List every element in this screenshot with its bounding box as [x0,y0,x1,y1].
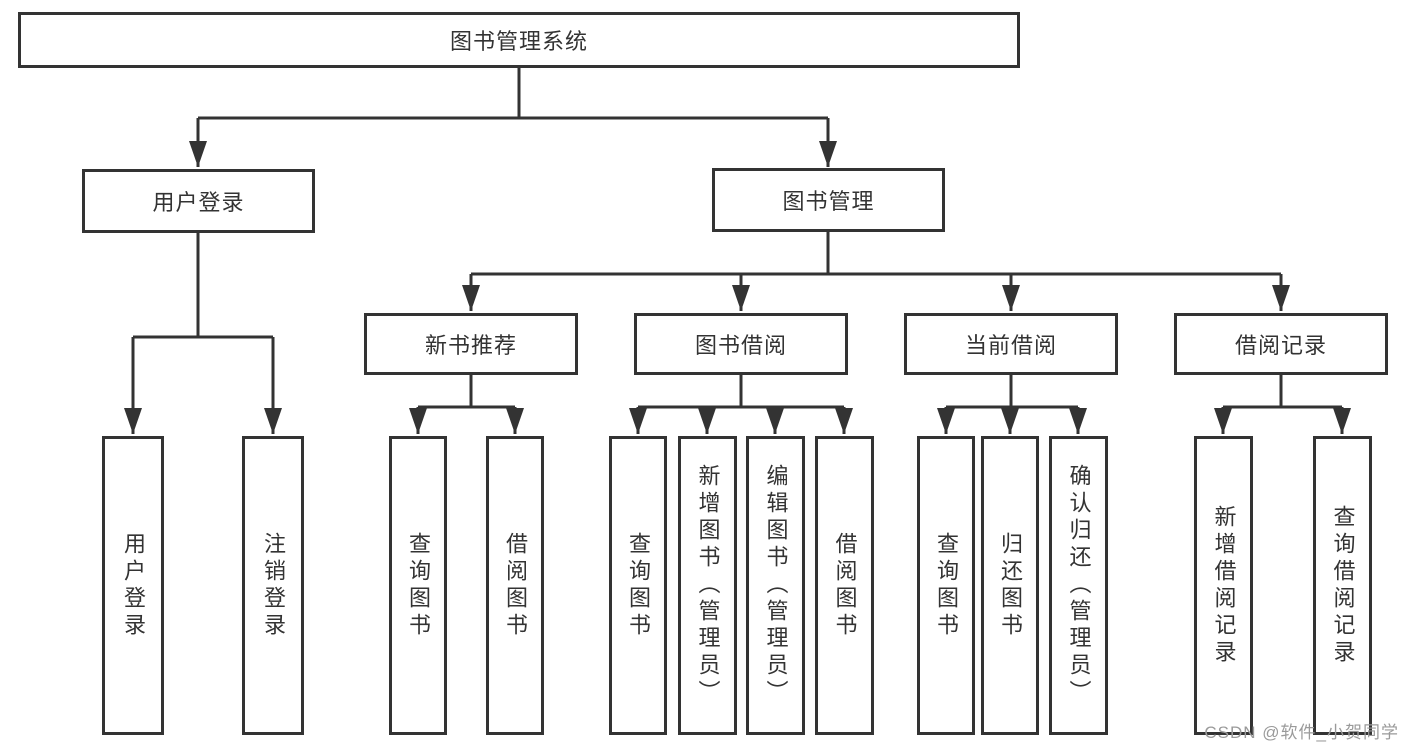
csdn-watermark: CSDN @软件_小贺同学 [1204,723,1399,742]
leaf-return-books-label: 归还图书 [998,531,1023,640]
leaf-edit-books-admin: 编辑图书（管理员） [746,436,805,735]
leaf-borrow-books-2: 借阅图书 [815,436,874,735]
node-book-management: 图书管理 [712,168,945,232]
leaf-add-borrow-record: 新增借阅记录 [1194,436,1253,735]
leaf-add-borrow-record-label: 新增借阅记录 [1211,504,1237,667]
node-borrow-record: 借阅记录 [1174,313,1388,375]
leaf-return-books: 归还图书 [981,436,1039,735]
leaf-query-books-1: 查询图书 [389,436,447,735]
leaf-edit-books-admin-label: 编辑图书（管理员） [763,464,789,707]
node-book-management-label: 图书管理 [782,189,875,214]
leaf-query-books-2: 查询图书 [609,436,667,735]
leaf-borrow-books-1-label: 借阅图书 [503,531,528,640]
node-current-borrow: 当前借阅 [904,313,1118,375]
node-borrow-record-label: 借阅记录 [1234,333,1327,358]
node-new-book-recommend: 新书推荐 [364,313,578,375]
leaf-borrow-books-2-label: 借阅图书 [832,531,858,640]
leaf-query-books-3-label: 查询图书 [934,531,959,640]
node-new-book-recommend-label: 新书推荐 [424,333,517,358]
leaf-logout: 注销登录 [242,436,304,735]
node-root-system: 图书管理系统 [18,12,1020,68]
leaf-add-books-admin-label: 新增图书（管理员） [695,464,721,707]
node-user-login-label: 用户登录 [152,190,245,215]
node-book-borrow-label: 图书借阅 [694,333,787,358]
leaf-confirm-return-admin: 确认归还（管理员） [1049,436,1108,735]
leaf-user-login-label: 用户登录 [121,531,146,640]
leaf-query-borrow-record-label: 查询借阅记录 [1330,504,1356,667]
node-root-label: 图书管理系统 [449,29,588,54]
leaf-borrow-books-1: 借阅图书 [486,436,544,735]
leaf-confirm-return-admin-label: 确认归还（管理员） [1066,464,1092,707]
leaf-query-books-1-label: 查询图书 [406,531,431,640]
leaf-add-books-admin: 新增图书（管理员） [678,436,737,735]
node-book-borrow: 图书借阅 [634,313,848,375]
leaf-logout-label: 注销登录 [261,531,286,640]
node-current-borrow-label: 当前借阅 [964,333,1057,358]
leaf-query-books-3: 查询图书 [917,436,975,735]
leaf-query-borrow-record: 查询借阅记录 [1313,436,1372,735]
node-user-login: 用户登录 [82,169,315,233]
leaf-query-books-2-label: 查询图书 [626,531,651,640]
leaf-user-login: 用户登录 [102,436,164,735]
